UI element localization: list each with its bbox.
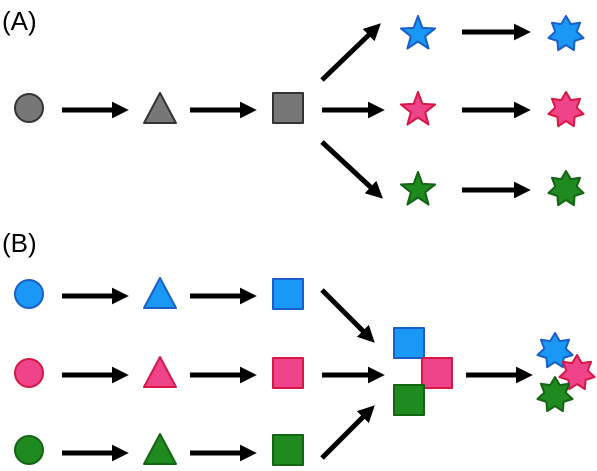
panel-a-triangle xyxy=(143,92,177,124)
panel-b-triangle-green xyxy=(143,433,177,465)
shapes-layer xyxy=(14,15,596,466)
panel-b-circle-blue xyxy=(14,279,44,309)
panel-a-star-blue xyxy=(399,15,437,50)
panel-b-circle-pink xyxy=(14,358,44,388)
panel-b-combined-square-blue xyxy=(393,327,425,359)
panel-b-circle-green xyxy=(14,435,44,465)
arrow-b-converge-blue xyxy=(320,288,375,343)
panel-b-combined-square-green xyxy=(393,384,425,416)
panel-label-a: (A) xyxy=(2,6,37,36)
panel-b-combined-square-pink xyxy=(421,357,453,389)
panel-b-triangle-blue xyxy=(143,277,177,309)
arrow-a-branch-up xyxy=(320,23,381,82)
panel-b-square-green xyxy=(272,434,304,466)
panel-a-square xyxy=(272,92,304,124)
panel-a-star-green xyxy=(399,171,437,206)
panel-b-square-pink xyxy=(272,357,304,389)
panel-b-combined-burst-green xyxy=(536,376,574,413)
panel-a-burst-blue xyxy=(547,15,585,52)
panel-a-burst-pink xyxy=(547,91,585,128)
panel-a-circle xyxy=(14,93,44,123)
panel-label-b: (B) xyxy=(2,228,37,258)
panel-b-combined-burst-pink xyxy=(558,354,596,391)
arrow-a-branch-down xyxy=(320,140,383,199)
panel-a-star-pink xyxy=(399,91,437,126)
panel-b-square-blue xyxy=(272,278,304,310)
panel-a-burst-green xyxy=(547,170,585,207)
panel-b-combined-burst-blue xyxy=(536,332,574,369)
arrow-b-converge-green xyxy=(320,405,375,460)
arrows-layer xyxy=(62,23,533,462)
panel-b-triangle-pink xyxy=(143,356,177,388)
